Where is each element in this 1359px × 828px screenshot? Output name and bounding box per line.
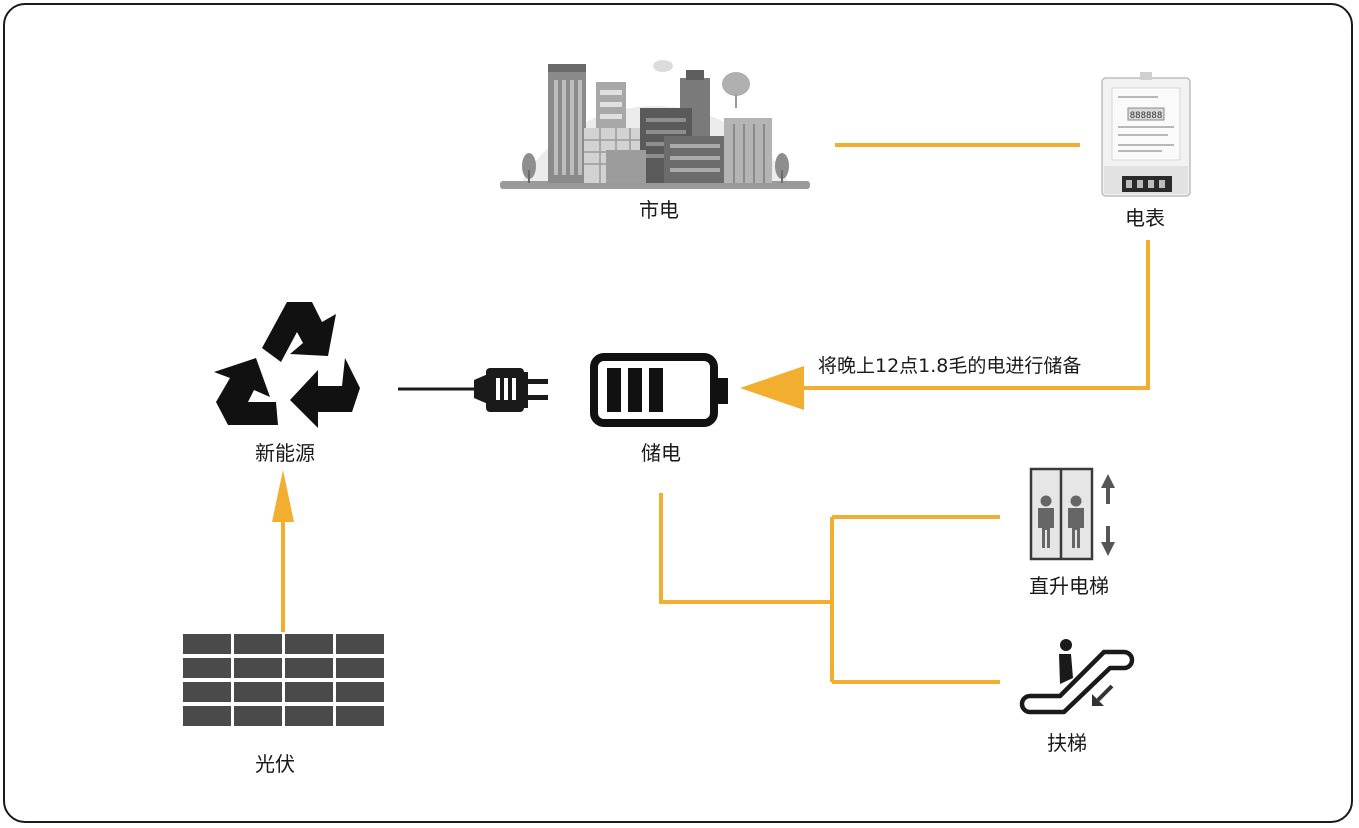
solar-cell: [183, 658, 231, 678]
solar-cell: [336, 682, 384, 702]
storage-annotation: 将晚上12点1.8毛的电进行储备: [818, 355, 1082, 377]
solar-cell: [285, 658, 333, 678]
solar-cell: [234, 706, 282, 726]
electric-meter-icon: 888888: [1101, 72, 1191, 197]
recycle-icon: [214, 302, 360, 428]
solar-cell: [234, 634, 282, 654]
solar-cell: [336, 634, 384, 654]
battery-to-branch-line: [659, 493, 832, 604]
escalator-label: 扶梯: [1047, 731, 1087, 755]
solar-cell: [285, 706, 333, 726]
meter-to-battery-line: [800, 240, 1150, 390]
city-grid-icon: [500, 60, 810, 189]
diagram-frame: [3, 3, 1353, 823]
meter-label: 电表: [1125, 206, 1165, 230]
connector-arrows: [272, 366, 804, 522]
solar-cell: [336, 658, 384, 678]
escalator-icon: [1019, 639, 1135, 715]
battery-icon: [590, 353, 728, 427]
solar-cell: [183, 682, 231, 702]
storage-label: 储电: [641, 441, 681, 465]
new-energy-label: 新能源: [255, 441, 315, 465]
solar-cell: [336, 706, 384, 726]
grid-label: 市电: [639, 198, 679, 222]
solar-cell: [183, 706, 231, 726]
solar-panel-icon: [182, 632, 386, 728]
plug-icon: [398, 368, 548, 412]
elevator-label: 直升电梯: [1029, 574, 1109, 598]
new-energy-arrowhead: [272, 470, 294, 522]
solar-cell: [234, 658, 282, 678]
svg-text:888888: 888888: [1130, 111, 1163, 121]
solar-cell: [234, 682, 282, 702]
elevator-icon: [1029, 467, 1115, 561]
connector-lines: [281, 143, 1150, 684]
solar-cell: [285, 634, 333, 654]
solar-label: 光伏: [255, 752, 295, 776]
solar-cell: [183, 634, 231, 654]
battery-arrowhead: [740, 366, 804, 410]
solar-cell: [285, 682, 333, 702]
